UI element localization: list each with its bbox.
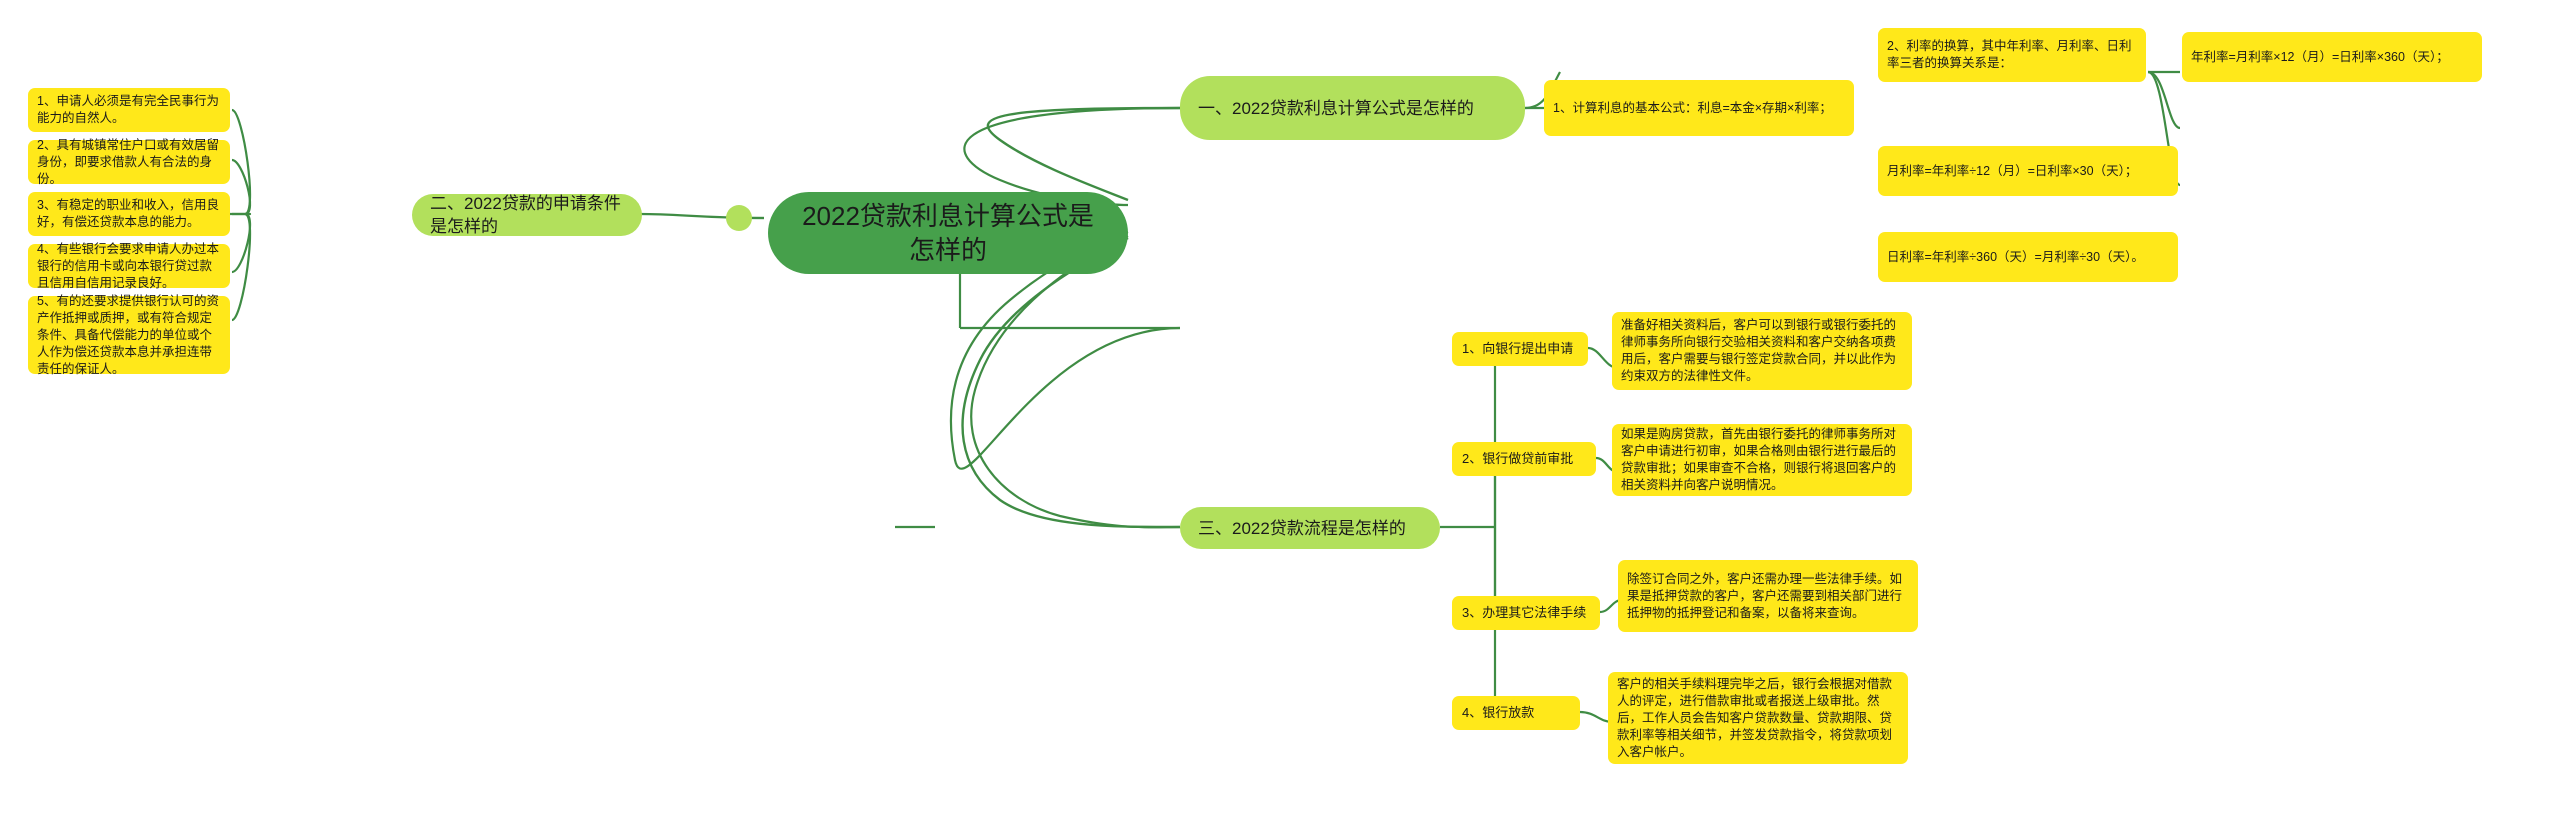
- step-detail-2[interactable]: 如果是购房贷款，首先由银行委托的律师事务所对客户申请进行初审，如果合格则由银行进…: [1612, 424, 1912, 496]
- step-node-4[interactable]: 4、银行放款: [1452, 696, 1580, 730]
- step-node-4-label: 4、银行放款: [1462, 705, 1535, 720]
- leaf-b2-c5[interactable]: 5、有的还要求提供银行认可的资产作抵押或质押，或有符合规定条件、具备代偿能力的单…: [28, 294, 230, 376]
- step-node-3[interactable]: 3、办理其它法律手续: [1452, 596, 1600, 630]
- leaf-b1-c2-1[interactable]: 年利率=月利率×12（月）=日利率×360（天）；: [2182, 32, 2482, 82]
- leaf-b1-c1[interactable]: 1、计算利息的基本公式：利息=本金×存期×利率；: [1544, 80, 1854, 136]
- leaf-b1-c2[interactable]: 2、利率的换算，其中年利率、月利率、日利率三者的换算关系是：: [1878, 28, 2146, 82]
- leaf-b2-c1-label: 1、申请人必须是有完全民事行为能力的自然人。: [37, 94, 219, 125]
- leaf-b2-c4-label: 4、有些银行会要求申请人办过本银行的信用卡或向本银行贷过款且信用自信用记录良好。: [37, 241, 219, 290]
- leaf-b2-c3-label: 3、有稳定的职业和收入，信用良好，有偿还贷款本息的能力。: [37, 198, 219, 229]
- branch-node-2-label: 二、2022贷款的申请条件是怎样的: [430, 194, 621, 236]
- branch-node-2[interactable]: 二、2022贷款的申请条件是怎样的: [412, 194, 642, 236]
- root-anchor-dot: [726, 205, 752, 231]
- step-node-1-label: 1、向银行提出申请: [1462, 341, 1574, 356]
- step-node-1[interactable]: 1、向银行提出申请: [1452, 332, 1588, 366]
- step-detail-3-text: 除签订合同之外，客户还需办理一些法律手续。如果是抵押贷款的客户，客户还需要到相关…: [1627, 571, 1903, 620]
- leaf-b1-c2-2[interactable]: 月利率=年利率÷12（月）=日利率×30（天）；: [1878, 146, 2178, 196]
- leaf-b2-c5-label: 5、有的还要求提供银行认可的资产作抵押或质押，或有符合规定条件、具备代偿能力的单…: [37, 293, 219, 376]
- leaf-b1-c2-1-label: 年利率=月利率×12（月）=日利率×360（天）；: [2191, 49, 2449, 64]
- step-detail-1[interactable]: 准备好相关资料后，客户可以到银行或银行委托的律师事务所向银行交验相关资料和客户交…: [1612, 312, 1912, 390]
- leaf-b2-c1[interactable]: 1、申请人必须是有完全民事行为能力的自然人。: [28, 88, 230, 132]
- leaf-b2-c2[interactable]: 2、具有城镇常住户口或有效居留身份，即要求借款人有合法的身份。: [28, 138, 230, 186]
- leaf-b1-c2-label: 2、利率的换算，其中年利率、月利率、日利率三者的换算关系是：: [1887, 39, 2132, 70]
- leaf-b2-c2-label: 2、具有城镇常住户口或有效居留身份，即要求借款人有合法的身份。: [37, 137, 219, 186]
- branch-node-1[interactable]: 一、2022贷款利息计算公式是怎样的: [1180, 76, 1525, 140]
- step-detail-3[interactable]: 除签订合同之外，客户还需办理一些法律手续。如果是抵押贷款的客户，客户还需要到相关…: [1618, 560, 1918, 632]
- leaf-b1-c2-3[interactable]: 日利率=年利率÷360（天）=月利率÷30（天）。: [1878, 232, 2178, 282]
- step-node-2[interactable]: 2、银行做贷前审批: [1452, 442, 1596, 476]
- leaf-b2-c4[interactable]: 4、有些银行会要求申请人办过本银行的信用卡或向本银行贷过款且信用自信用记录良好。: [28, 242, 230, 290]
- step-node-3-label: 3、办理其它法律手续: [1462, 605, 1587, 620]
- root-node-label: 2022贷款利息计算公式是怎样的: [802, 201, 1094, 265]
- step-node-2-label: 2、银行做贷前审批: [1462, 451, 1574, 466]
- leaf-b1-c2-2-label: 月利率=年利率÷12（月）=日利率×30（天）；: [1887, 163, 2138, 178]
- step-detail-4-text: 客户的相关手续料理完毕之后，银行会根据对借款人的评定，进行借款审批或者报送上级审…: [1617, 676, 1893, 759]
- branch-node-1-label: 一、2022贷款利息计算公式是怎样的: [1198, 98, 1474, 118]
- leaf-b2-c3[interactable]: 3、有稳定的职业和收入，信用良好，有偿还贷款本息的能力。: [28, 192, 230, 236]
- step-detail-1-text: 准备好相关资料后，客户可以到银行或银行委托的律师事务所向银行交验相关资料和客户交…: [1621, 318, 1897, 383]
- step-detail-4[interactable]: 客户的相关手续料理完毕之后，银行会根据对借款人的评定，进行借款审批或者报送上级审…: [1608, 672, 1908, 764]
- branch-node-3-label: 三、2022贷款流程是怎样的: [1198, 518, 1406, 538]
- branch-node-3[interactable]: 三、2022贷款流程是怎样的: [1180, 507, 1440, 549]
- root-node[interactable]: 2022贷款利息计算公式是怎样的: [768, 192, 1128, 274]
- leaf-b1-c2-3-label: 日利率=年利率÷360（天）=月利率÷30（天）。: [1887, 249, 2144, 264]
- step-detail-2-text: 如果是购房贷款，首先由银行委托的律师事务所对客户申请进行初审，如果合格则由银行进…: [1621, 427, 1897, 492]
- leaf-b1-c1-label: 1、计算利息的基本公式：利息=本金×存期×利率；: [1553, 100, 1832, 115]
